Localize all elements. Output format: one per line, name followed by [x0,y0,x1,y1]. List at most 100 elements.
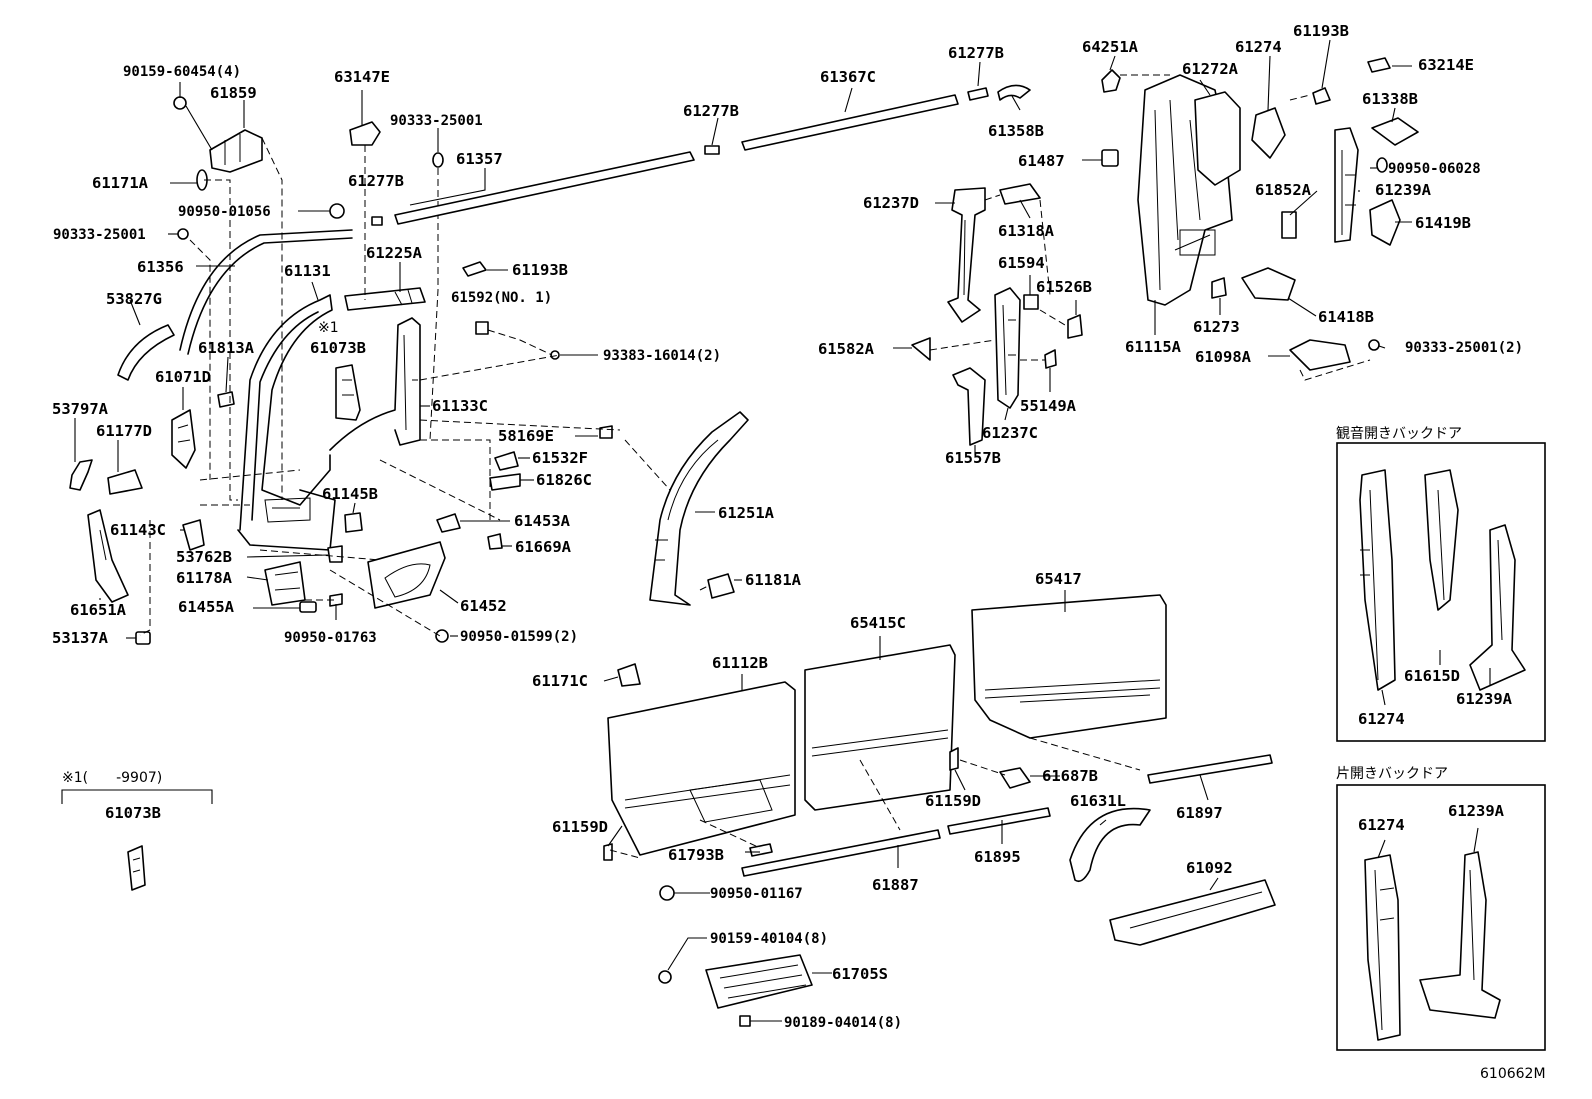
label-61887: 61887 [872,876,919,894]
label-53762b: 53762B [176,548,232,566]
label-61487: 61487 [1018,152,1065,170]
label-61159d-left: 61159D [552,818,608,836]
label-55149a: 55149A [1020,397,1077,415]
label-61239a-inset2: 61239A [1448,802,1505,820]
label-58169e: 58169E [498,427,554,445]
label-90950-01167: 90950-01167 [710,886,803,902]
label-61897: 61897 [1176,804,1223,822]
label-90189-04014: 90189-04014(8) [784,1015,902,1031]
label-61239a-inset1: 61239A [1456,690,1513,708]
label-61251a: 61251A [718,504,775,522]
label-61615d: 61615D [1404,667,1460,685]
label-61092: 61092 [1186,859,1233,877]
label-53827g: 53827G [106,290,162,308]
mid-pillar-drawing [911,183,1083,446]
label-61193b-top: 61193B [1293,22,1349,40]
label-61705s: 61705S [832,965,888,983]
label-90333-25001-right: 90333-25001(2) [1405,340,1523,356]
label-61237d: 61237D [863,194,919,212]
label-61651a: 61651A [70,601,127,619]
label-61272a: 61272A [1182,60,1239,78]
label-61418b: 61418B [1318,308,1374,326]
label-53137a: 53137A [52,629,109,647]
label-61453a: 61453A [514,512,571,530]
label-61274-inset1: 61274 [1358,710,1405,728]
label-61115a: 61115A [1125,338,1182,356]
label-61419b: 61419B [1415,214,1471,232]
label-61367c: 61367C [820,68,876,86]
label-61277b-left: 61277B [348,172,404,190]
figure-code: 610662M [1480,1066,1546,1082]
inset-single-door [1336,784,1546,1051]
label-63147e: 63147E [334,68,390,86]
label-61592: 61592(NO. 1) [451,290,552,306]
inset-single-door-title: 片開きバックドア [1336,766,1448,782]
label-61171a: 61171A [92,174,149,192]
label-61452: 61452 [460,597,507,615]
label-61145b: 61145B [322,485,378,503]
label-61357: 61357 [456,150,503,168]
label-61171c: 61171C [532,672,588,690]
label-61071d: 61071D [155,368,211,386]
label-90333-25001-left: 90333-25001 [53,227,146,243]
label-61274-top: 61274 [1235,38,1282,56]
label-90159-40104: 90159-40104(8) [710,931,828,947]
label-61631l: 61631L [1070,792,1126,810]
label-61273: 61273 [1193,318,1240,336]
label-61338b: 61338B [1362,90,1418,108]
label-61582a: 61582A [818,340,875,358]
rear-quarter-drawing [1101,57,1419,381]
label-61358b: 61358B [988,122,1044,140]
label-61594: 61594 [998,254,1045,272]
label-90159-60454: 90159-60454(4) [123,64,241,80]
label-61895: 61895 [974,848,1021,866]
roof-rail-drawing [394,84,1031,225]
label-61852a: 61852A [1255,181,1312,199]
label-61112b: 61112B [712,654,768,672]
label-90950-01599: 90950-01599(2) [460,629,578,645]
label-61178a: 61178A [176,569,233,587]
inset-double-door [1336,442,1546,742]
label-61813a: 61813A [198,339,255,357]
label-61318a: 61318A [998,222,1055,240]
label-90333-25001-top: 90333-25001 [390,113,483,129]
label-61557b: 61557B [945,449,1001,467]
label-callout-mark: ※1 [318,320,339,336]
label-64251a: 64251A [1082,38,1139,56]
label-61131: 61131 [284,262,331,280]
label-61237c: 61237C [982,424,1038,442]
label-61159d-mid: 61159D [925,792,981,810]
label-61239a-main: 61239A [1375,181,1432,199]
label-90950-01763: 90950-01763 [284,630,377,646]
label-61133c: 61133C [432,397,488,415]
label-61098a: 61098A [1195,348,1252,366]
label-61455a: 61455A [178,598,235,616]
label-93383-16014: 93383-16014(2) [603,348,721,364]
label-61669a: 61669A [515,538,572,556]
label-61193b-left: 61193B [512,261,568,279]
label-61225a: 61225A [366,244,423,262]
label-61143c: 61143C [110,521,166,539]
variant-note-part: 61073B [105,804,161,822]
label-61356: 61356 [137,258,184,276]
label-61181a: 61181A [745,571,802,589]
label-61687b: 61687B [1042,767,1098,785]
variant-note-mark: ※1( -9907) [62,770,162,786]
label-63214e: 63214E [1418,56,1474,74]
variant-note [61,789,213,891]
label-61826c: 61826C [536,471,592,489]
label-61277b-mid: 61277B [683,102,739,120]
left-section-drawing [69,96,749,645]
label-61793b: 61793B [668,846,724,864]
label-90950-06028: 90950-06028 [1388,161,1481,177]
part-labels: 90159-60454(4) 61859 63147E 90333-25001 … [52,22,1546,1082]
label-90950-01056: 90950-01056 [178,204,271,220]
label-61277b-top: 61277B [948,44,1004,62]
label-65415c: 65415C [850,614,906,632]
label-61532f: 61532F [532,449,588,467]
label-61073b: 61073B [310,339,366,357]
label-53797a: 53797A [52,400,109,418]
label-61526b: 61526B [1036,278,1092,296]
inset-double-door-title: 観音開きバックドア [1336,425,1462,442]
